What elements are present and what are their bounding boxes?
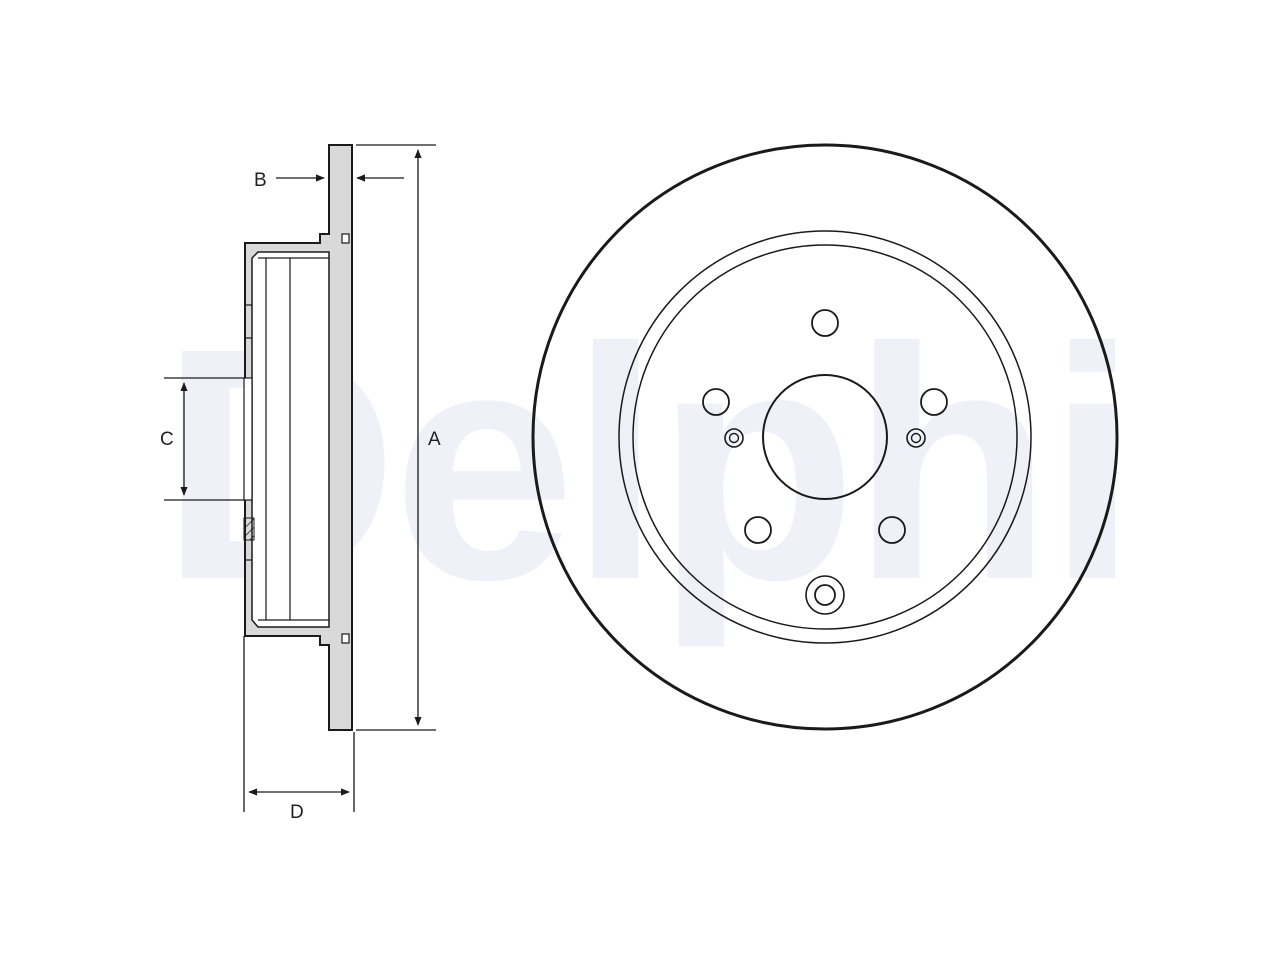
disc-outer-edge — [531, 143, 1119, 731]
centre-bore — [762, 374, 888, 500]
threaded-pin — [243, 517, 255, 541]
dimension-b: B — [254, 170, 404, 191]
bolt-hole-4 — [744, 516, 772, 544]
front-view — [531, 143, 1119, 731]
bolt-hole-3 — [878, 516, 906, 544]
dim-c-label: C — [160, 429, 174, 450]
dimension-a: A — [356, 144, 441, 731]
dim-a-label: A — [428, 429, 441, 450]
friction-ring-inner-edge — [618, 230, 1032, 644]
flange-notch-top — [341, 233, 350, 244]
flange-notch-bottom — [341, 633, 350, 644]
bolt-hole-5 — [702, 388, 730, 416]
dim-b-label: B — [254, 170, 267, 191]
hat-outer-edge — [632, 244, 1018, 630]
side-section-view — [243, 144, 353, 731]
dimension-c: C — [160, 377, 244, 501]
bolt-hole-1 — [811, 309, 839, 337]
locating-hole — [805, 575, 845, 615]
pin-hole-left — [724, 428, 744, 448]
centre-bore-region — [243, 377, 253, 501]
dim-d-label: D — [290, 802, 304, 823]
dimension-d: D — [243, 636, 355, 823]
bolt-hole-2 — [920, 388, 948, 416]
pin-hole-right — [906, 428, 926, 448]
